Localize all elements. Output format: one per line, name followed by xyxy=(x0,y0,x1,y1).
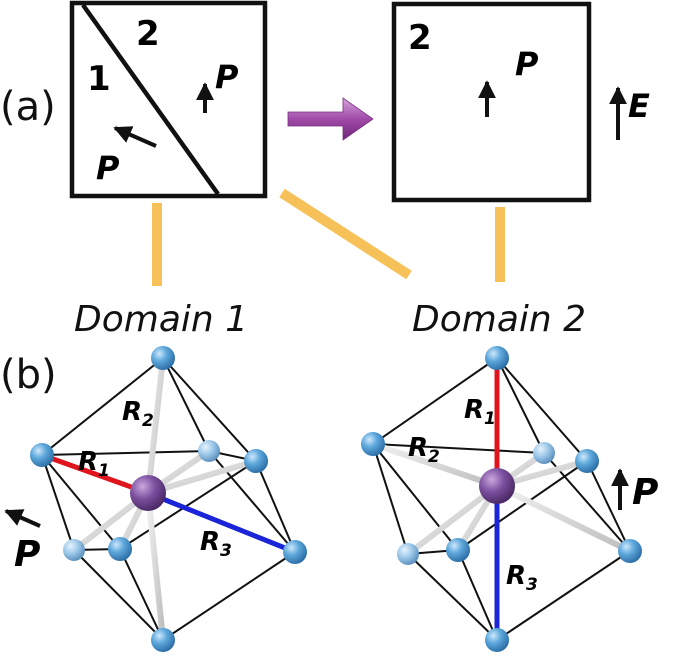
domain-2-label: Domain 2 xyxy=(412,299,586,340)
p-label-b-right: P xyxy=(632,472,658,513)
oxygen-atom xyxy=(361,432,385,456)
p-label-left: P xyxy=(96,149,120,187)
oxygen-atom xyxy=(30,443,54,467)
r3-label-right: R3 xyxy=(506,561,538,595)
p-label-right: P xyxy=(215,58,239,96)
oxygen-atom xyxy=(283,540,307,564)
panel-b-tag: (b) xyxy=(0,352,57,398)
oxygen-atom xyxy=(63,539,85,561)
region-1-label: 1 xyxy=(87,59,111,99)
oxygen-atom xyxy=(533,442,555,464)
bond-r1-left xyxy=(41,452,149,496)
domain-1-label: Domain 1 xyxy=(74,299,248,340)
octahedron-right: R1 R2 R3 P xyxy=(361,346,658,652)
r1-label-right: R1 xyxy=(464,395,496,429)
oxygen-atom xyxy=(397,543,419,565)
domain-box-1: 2 1 P P xyxy=(69,0,268,199)
oxygen-atom xyxy=(198,440,220,462)
panel-b: (b) xyxy=(0,346,658,652)
oxygen-atom xyxy=(446,538,470,562)
p-label-b-left: P xyxy=(14,534,40,575)
oxygen-atom xyxy=(151,628,175,652)
box-2-frame xyxy=(391,1,592,203)
panel-a-tag: (a) xyxy=(0,84,56,130)
region-2-label-box2: 2 xyxy=(408,18,432,58)
oxygen-atom xyxy=(485,628,509,652)
process-arrow-icon xyxy=(287,97,374,141)
octahedron-left: R2 R1 R3 P xyxy=(4,346,307,652)
oxygen-atom xyxy=(485,346,509,370)
oxygen-atom xyxy=(108,537,132,561)
oxygen-atom xyxy=(618,539,642,563)
domain-box-2: 2 P xyxy=(391,1,592,203)
bond-r3-left xyxy=(147,490,296,555)
domain-wall xyxy=(81,3,220,196)
polarization-arrow-diagonal xyxy=(113,126,157,148)
r2-label-left: R2 xyxy=(122,397,154,431)
central-atom xyxy=(479,468,515,504)
r2-label-right: R2 xyxy=(408,433,440,467)
domain-connectors xyxy=(152,188,505,286)
central-atom xyxy=(130,475,166,511)
oxygen-atom xyxy=(151,346,175,370)
electric-field-label: E xyxy=(628,87,650,125)
connector-box1-domain2 xyxy=(279,188,412,280)
panel-a: (a) 2 1 P P 2 P E Doma xyxy=(0,0,650,340)
polarization-arrow-left xyxy=(4,509,41,528)
cage-edges-right xyxy=(372,357,631,641)
r1-label-left: R1 xyxy=(78,447,110,481)
oxygen-atom xyxy=(244,449,268,473)
region-2-label: 2 xyxy=(136,14,160,54)
oxygen-atom xyxy=(575,449,599,473)
p-label-box2: P xyxy=(515,45,539,83)
r3-label-left: R3 xyxy=(200,527,232,561)
